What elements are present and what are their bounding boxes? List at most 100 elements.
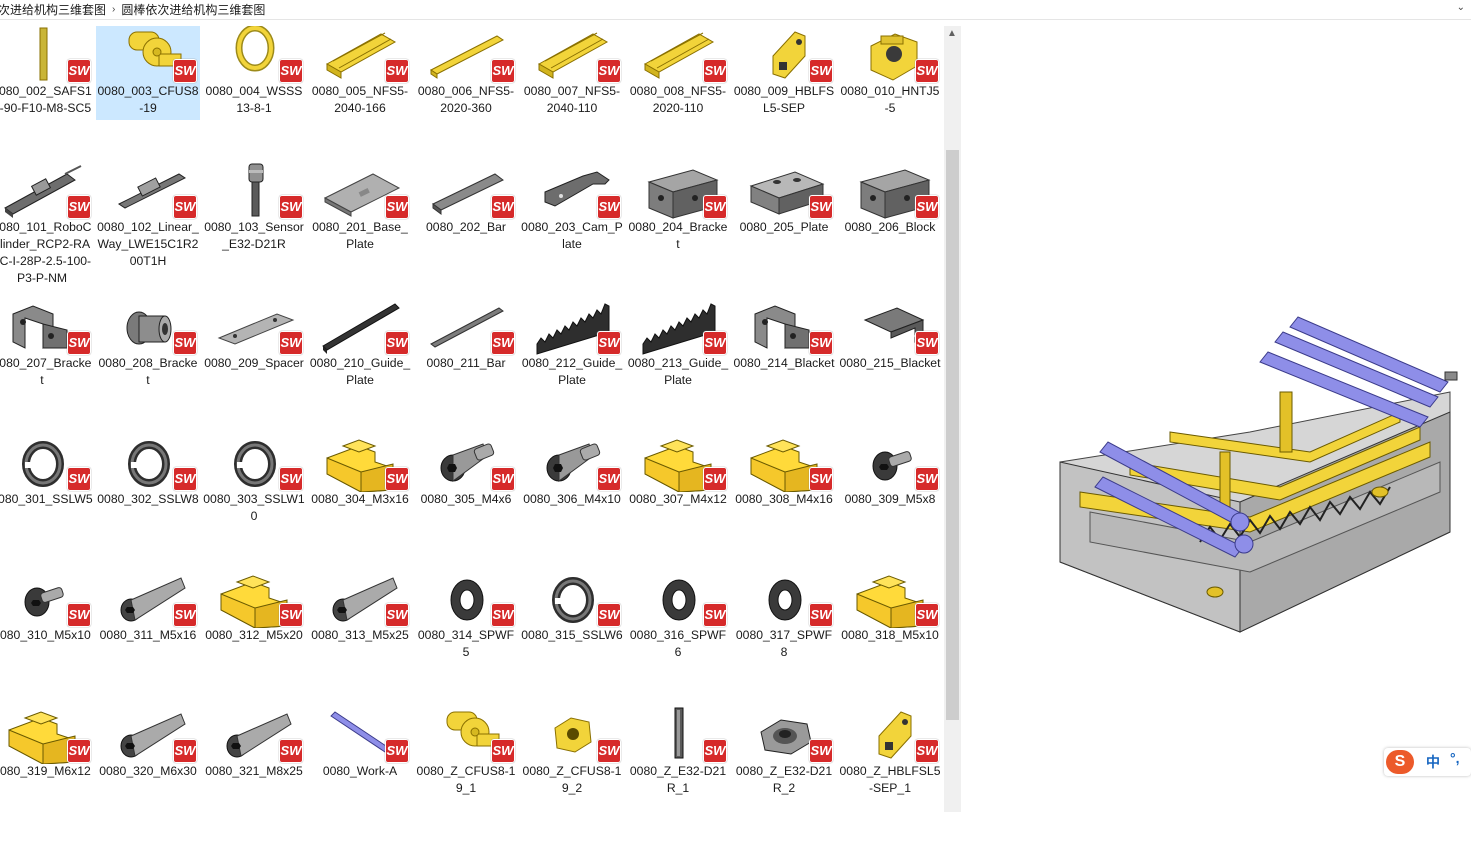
scroll-thumb[interactable]	[946, 150, 959, 720]
chevron-down-icon[interactable]: ⌄	[1456, 2, 1465, 13]
chevron-right-icon[interactable]: ›	[112, 4, 116, 15]
file-name: 0080_Z_CFUS8-19_1	[416, 764, 516, 795]
ime-language-toggle[interactable]: 中	[1426, 754, 1440, 770]
ime-toolbar[interactable]: S 中 °,	[1384, 748, 1471, 776]
solidworks-file-icon: SW	[703, 331, 727, 355]
solidworks-file-icon: SW	[279, 59, 303, 83]
solidworks-file-icon: SW	[491, 195, 515, 219]
file-name: 0080_301_SSLW5	[0, 492, 93, 506]
solidworks-file-icon: SW	[491, 331, 515, 355]
part-thumbnail	[749, 171, 825, 215]
solidworks-file-icon: SW	[597, 603, 621, 627]
part-thumbnail	[118, 173, 186, 209]
scroll-up-arrow-icon[interactable]: ▲	[947, 28, 957, 39]
file-name: 0080_305_M4x6	[420, 492, 512, 506]
file-name: 0080_320_M6x30	[99, 764, 197, 778]
solidworks-file-icon: SW	[597, 331, 621, 355]
solidworks-file-icon: SW	[491, 59, 515, 83]
file-name: 0080_008_NFS5-2020-110	[629, 84, 727, 115]
part-thumbnail	[4, 165, 82, 218]
sogou-logo-icon[interactable]: S	[1386, 750, 1414, 774]
ime-punctuation-toggle[interactable]: °,	[1450, 750, 1460, 766]
solidworks-file-icon: SW	[597, 467, 621, 491]
file-name: 0080_213_Guide_Plate	[627, 356, 729, 387]
file-name: 0080_Z_E32-D21R_1	[629, 764, 727, 795]
part-thumbnail	[248, 163, 264, 217]
part-thumbnail	[126, 311, 172, 345]
solidworks-file-icon: SW	[809, 59, 833, 83]
address-bar[interactable]: 次进给机构三维套图 › 圆棒依次进给机构三维套图 ⌄	[0, 0, 1471, 20]
file-name: 0080_009_HBLFSL5-SEP	[733, 84, 835, 115]
file-name: 0080_306_M4x10	[523, 492, 621, 506]
file-name: 0080_312_M5x20	[205, 628, 303, 642]
part-thumbnail	[432, 173, 504, 215]
breadcrumb-item-current[interactable]: 圆棒依次进给机构三维套图	[121, 3, 266, 17]
part-thumbnail	[872, 451, 912, 481]
part-thumbnail	[870, 33, 918, 81]
file-name: 0080_313_M5x25	[311, 628, 409, 642]
vertical-scrollbar[interactable]: ▲	[944, 26, 961, 812]
part-thumbnail	[552, 577, 594, 623]
part-thumbnail	[878, 711, 912, 759]
solidworks-file-icon: SW	[703, 467, 727, 491]
solidworks-file-icon: SW	[173, 59, 197, 83]
part-thumbnail	[430, 307, 504, 348]
breadcrumb-item-parent[interactable]: 次进给机构三维套图	[0, 3, 107, 17]
file-name: 0080_212_Guide_Plate	[521, 356, 623, 387]
